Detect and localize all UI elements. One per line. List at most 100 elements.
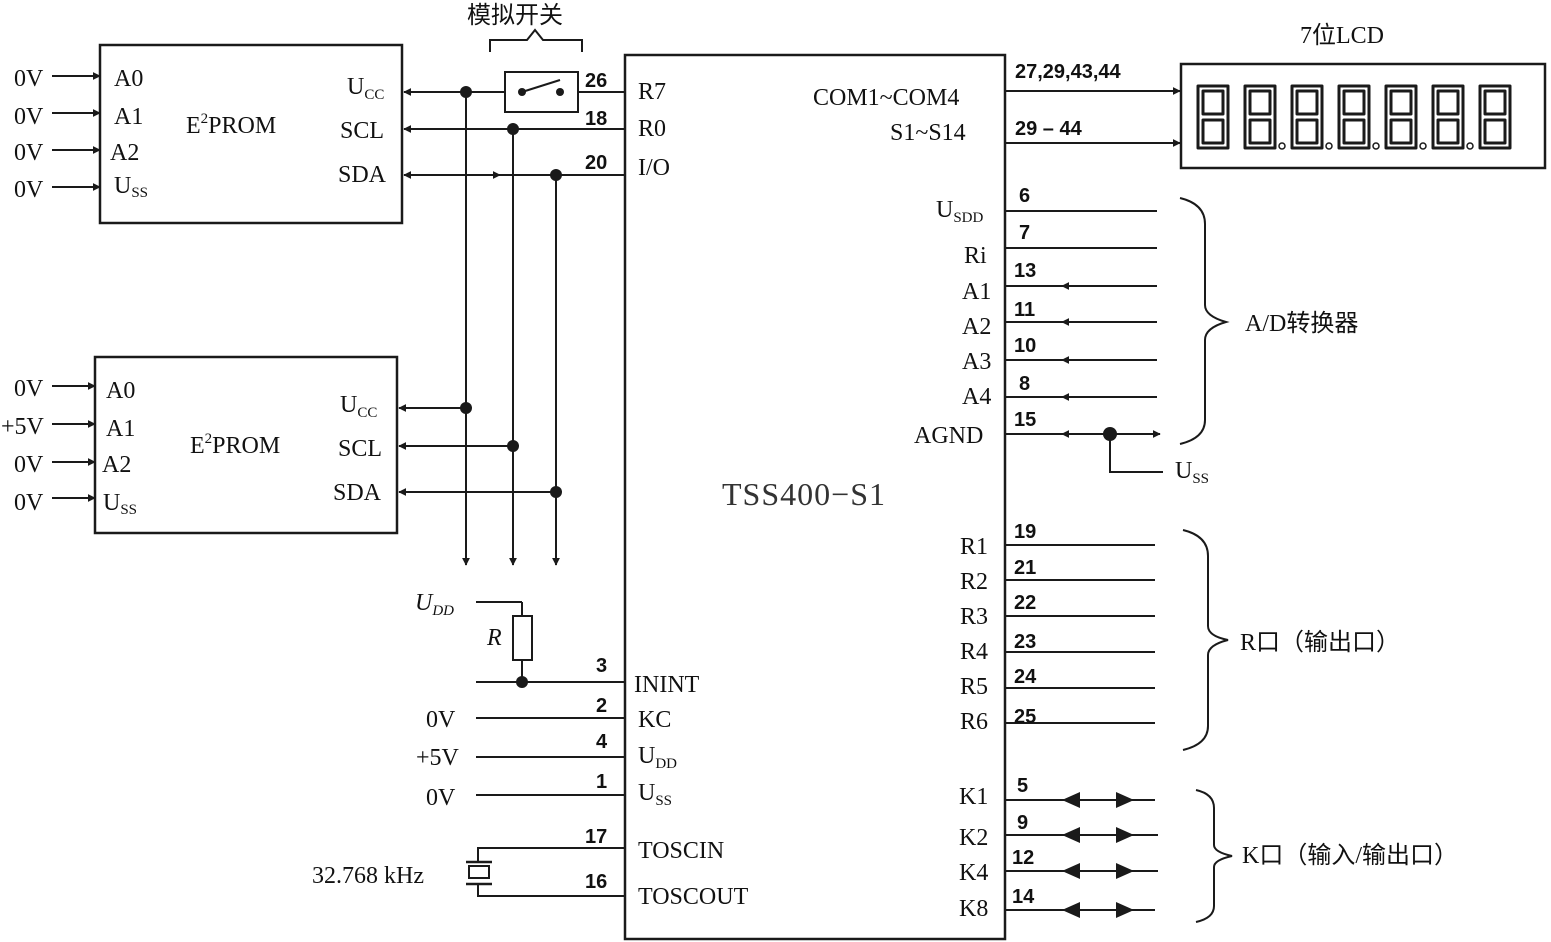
kport-group-label: K口（输入/输出口） (1242, 842, 1458, 869)
eeprom1-a1-volt: 0V (14, 104, 44, 130)
pin-label-ri: Ri (964, 243, 987, 269)
eeprom1-scl-label: SCL (340, 118, 384, 144)
eeprom2-box (93, 355, 399, 535)
pin-label-k2: K2 (959, 825, 988, 851)
toscin-wire (477, 847, 625, 862)
junction-inint (516, 676, 528, 688)
pin-num-io: 20 (585, 152, 607, 174)
pin-num-k1: 5 (1017, 775, 1028, 797)
junction-scl-bottom (507, 440, 519, 452)
pin-label-r4: R4 (960, 639, 988, 665)
switch-label: 模拟开关 (467, 2, 563, 29)
lcd-digit (1478, 84, 1512, 150)
eeprom1-a0-label: A0 (114, 66, 143, 92)
pin-label-a1: A1 (962, 279, 991, 305)
switch-contact (521, 79, 561, 93)
switch-contact-left (518, 88, 526, 96)
eeprom2-sda-label: SDA (333, 480, 382, 506)
pin-label-r5: R5 (960, 674, 988, 700)
pin-label-k8: K8 (959, 896, 988, 922)
pin-num-a4: 8 (1019, 373, 1030, 395)
lcd-label: 7位LCD (1300, 22, 1384, 49)
eeprom2-title: E2PROM (190, 431, 280, 459)
lcd-digit (1243, 84, 1286, 150)
eeprom1-a1-label: A1 (114, 104, 143, 130)
lcd-digit (1337, 84, 1380, 150)
junction-sda-bottom (550, 486, 562, 498)
pin-num-r3: 22 (1014, 592, 1036, 614)
k-port-arrows (1062, 792, 1134, 918)
resistor (512, 615, 533, 661)
pin-num-k8: 14 (1012, 886, 1035, 908)
eeprom2-a2-label: A2 (102, 452, 131, 478)
pin-num-k4: 12 (1012, 847, 1034, 869)
pin-label-toscout: TOSCOUT (638, 884, 749, 910)
rport-brace (1182, 529, 1229, 751)
com-pin-numbers: 27,29,43,44 (1015, 61, 1122, 83)
eeprom1-a0-volt: 0V (14, 66, 44, 92)
lcd-decimal-point (1419, 142, 1427, 150)
seg-label: S1~S14 (890, 120, 966, 146)
pin-label-usdd: USDD (936, 197, 984, 226)
lcd-decimal-point (1466, 142, 1474, 150)
lcd-decimal-point (1325, 142, 1333, 150)
pin-num-r6: 25 (1014, 706, 1036, 728)
lcd-digits (1196, 84, 1512, 150)
udd-supply-label: +5V (416, 745, 460, 771)
switch-label-bracket (489, 28, 583, 52)
pin-label-a2: A2 (962, 314, 991, 340)
eeprom1-uss-label: USS (114, 173, 148, 201)
crystal-body (468, 865, 490, 879)
pin-label-k1: K1 (959, 784, 988, 810)
eeprom1-title: E2PROM (186, 111, 276, 139)
pin-label-inint: ININT (634, 672, 700, 698)
pin-num-r1: 19 (1014, 521, 1036, 543)
pin-label-r1: R1 (960, 534, 988, 560)
com-label: COM1~COM4 (813, 85, 959, 111)
pin-num-ri: 7 (1019, 222, 1030, 244)
adc-brace (1179, 197, 1230, 445)
pin-num-r2: 21 (1014, 557, 1036, 579)
pin-num-toscin: 17 (585, 826, 607, 848)
chip-body (623, 53, 1007, 941)
eeprom2-ucc-label: UCC (340, 392, 377, 421)
lcd-decimal-point (1372, 142, 1380, 150)
eeprom2-a2-volt: 0V (14, 452, 44, 478)
lcd-digit (1384, 84, 1427, 150)
pin-label-udd: UDD (638, 743, 677, 772)
pin-num-r7: 26 (585, 70, 607, 92)
pin-label-r7: R7 (638, 79, 666, 105)
lcd-box (1179, 62, 1547, 170)
pin-num-udd: 4 (596, 731, 608, 753)
pin-num-toscout: 16 (585, 871, 607, 893)
junction-ucc-bottom (460, 402, 472, 414)
pin-num-r0: 18 (585, 108, 607, 130)
resistor-supply-label: UDD (415, 590, 454, 619)
pin-label-a4: A4 (962, 384, 991, 410)
pin-num-a2: 11 (1014, 299, 1035, 321)
pin-num-k2: 9 (1017, 812, 1028, 834)
junction-sda-top (550, 169, 562, 181)
pin-label-r3: R3 (960, 604, 988, 630)
pin-label-r6: R6 (960, 709, 988, 735)
pin-label-toscin: TOSCIN (638, 838, 724, 864)
lcd-digit (1431, 84, 1474, 150)
chip-name: TSS400−S1 (722, 476, 886, 512)
pin-num-inint: 3 (596, 655, 607, 677)
pin-num-uss: 1 (596, 771, 607, 793)
pin-label-kc: KC (638, 707, 671, 733)
eeprom2-a1-volt: +5V (1, 414, 45, 440)
pin-num-r5: 24 (1014, 666, 1037, 688)
adc-group-label: A/D转换器 (1245, 310, 1358, 337)
agnd-uss-wire (1109, 434, 1163, 473)
switch-contact-right (556, 88, 564, 96)
resistor-label: R (486, 625, 502, 651)
kport-brace (1195, 789, 1233, 923)
kc-supply-label: 0V (426, 707, 456, 733)
junction-scl-top (507, 123, 519, 135)
eeprom2-uss-label: USS (103, 490, 137, 518)
rport-group-label: R口（输出口） (1240, 629, 1400, 656)
pin-num-a1: 13 (1014, 260, 1036, 282)
eeprom1-box (98, 43, 404, 225)
